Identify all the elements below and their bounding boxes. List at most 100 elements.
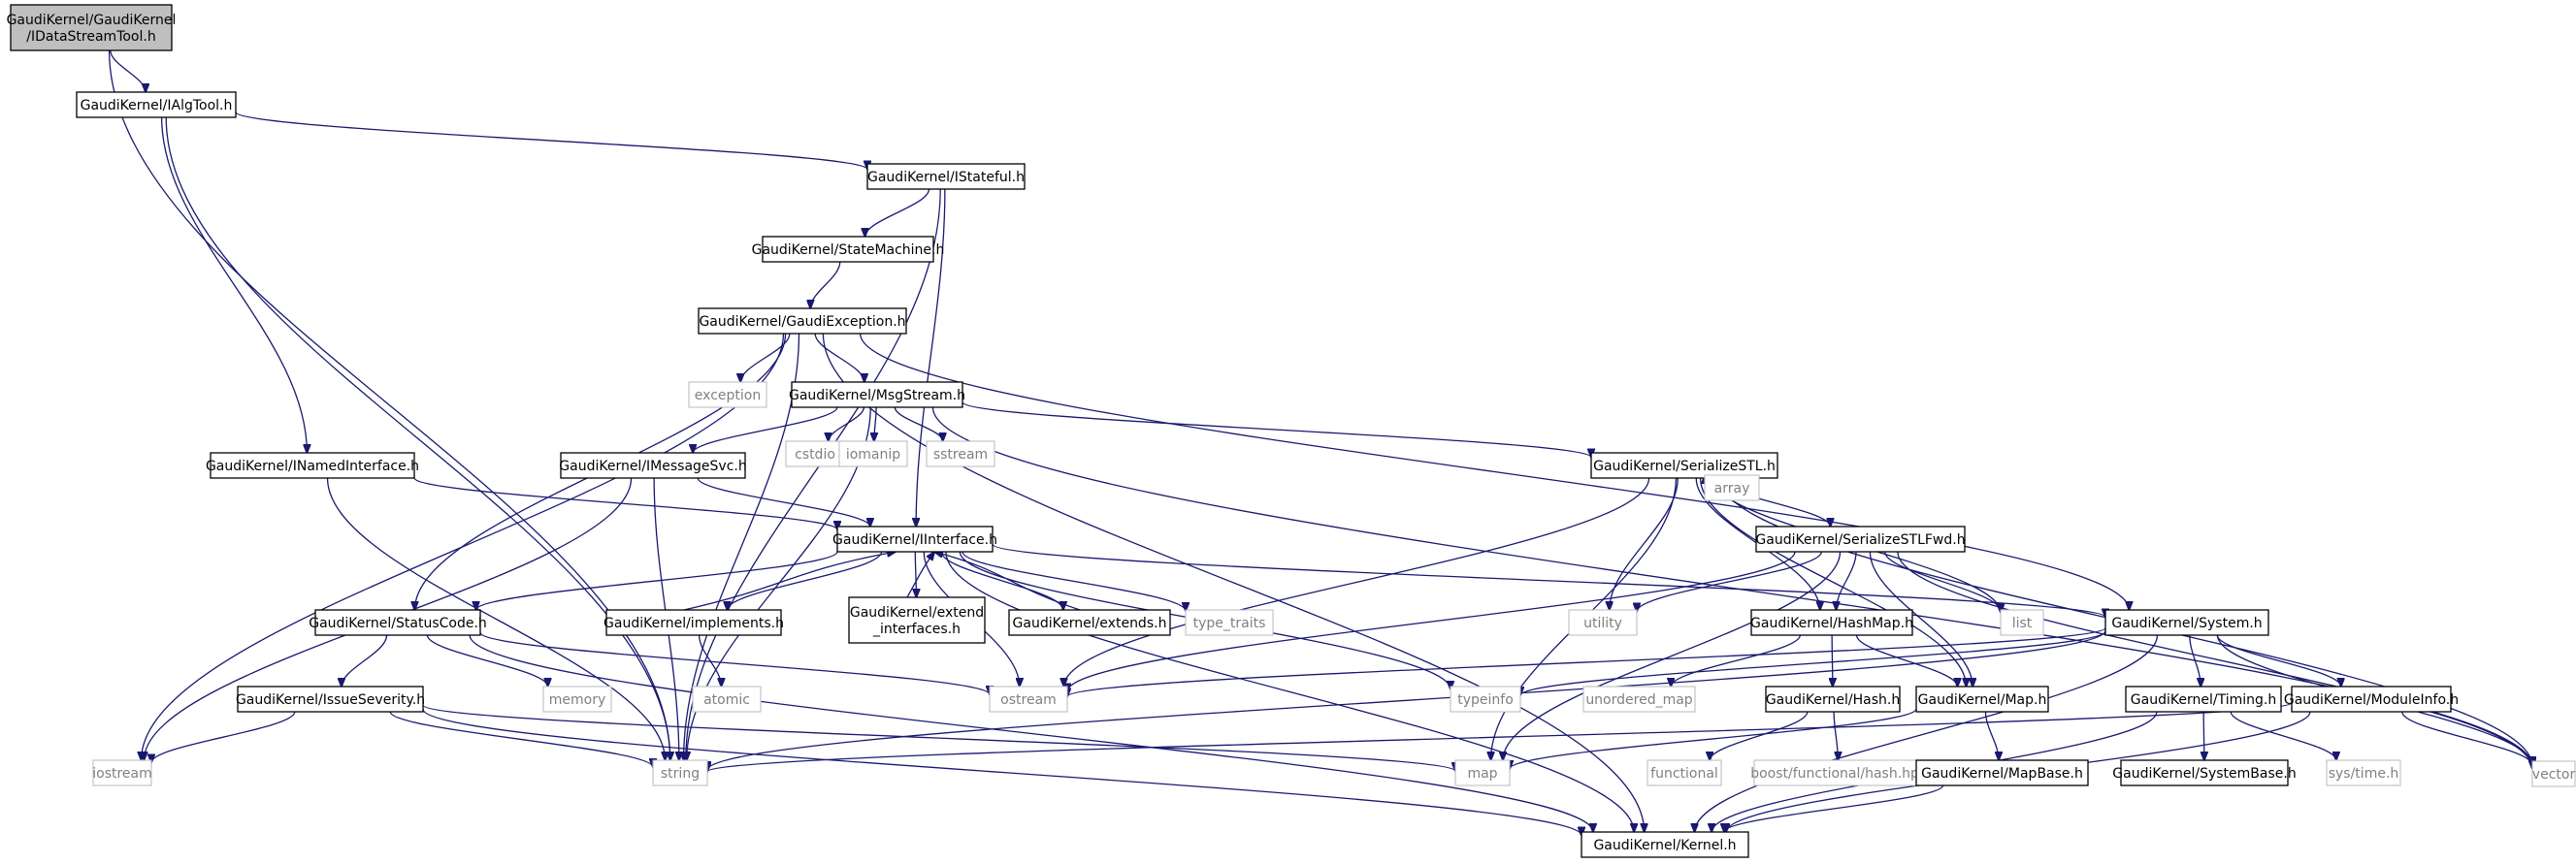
edge-statuscode-to-memory xyxy=(426,634,547,687)
node-kernel[interactable]: GaudiKernel/Kernel.h xyxy=(1581,831,1749,858)
node-string: string xyxy=(652,759,708,786)
node-label: sstream xyxy=(933,447,988,463)
node-ialgtool[interactable]: GaudiKernel/IAlgTool.h xyxy=(76,91,237,118)
node-box xyxy=(210,452,415,479)
node-system[interactable]: GaudiKernel/System.h xyxy=(2104,609,2269,636)
node-label: iostream xyxy=(92,766,152,782)
node-utility: utility xyxy=(1568,609,1638,636)
edge-gaudiexception-to-system xyxy=(860,333,2130,610)
node-inamed[interactable]: GaudiKernel/INamedInterface.h xyxy=(206,452,419,479)
node-serializestl[interactable]: GaudiKernel/SerializeSTL.h xyxy=(1590,452,1778,479)
edge-moduleinfo-to-string xyxy=(707,701,2293,772)
edge-iinterface-to-implements xyxy=(727,551,883,610)
edge-iinterface-to-statuscode xyxy=(476,551,838,610)
node-extends[interactable]: GaudiKernel/extends.h xyxy=(1008,609,1171,636)
edge-imessagesvc-to-iinterface xyxy=(697,477,870,527)
node-label: cstdio xyxy=(795,447,835,463)
node-box xyxy=(785,440,845,467)
node-label: sys/time.h xyxy=(2329,766,2399,782)
node-imessagesvc[interactable]: GaudiKernel/IMessageSvc.h xyxy=(559,452,747,479)
node-memory: memory xyxy=(542,686,612,713)
edge-serializestlfwd-to-map_h xyxy=(1869,551,1973,687)
edge-iinterface-to-system xyxy=(992,543,2105,617)
node-list: list xyxy=(2000,609,2044,636)
node-istateful[interactable]: GaudiKernel/IStateful.h xyxy=(866,163,1026,190)
edge-implements-to-iinterface xyxy=(683,552,896,611)
node-systembase[interactable]: GaudiKernel/SystemBase.h xyxy=(2112,759,2297,786)
node-label: GaudiKernel/Map.h xyxy=(1918,692,2047,708)
edge-moduleinfo-to-vector xyxy=(2401,711,2532,765)
node-map: map xyxy=(1454,759,1511,786)
node-serializestlfwd[interactable]: GaudiKernel/SerializeSTLFwd.h xyxy=(1755,526,1966,553)
node-label: type_traits xyxy=(1193,616,1266,631)
node-label: GaudiKernel/Kernel.h xyxy=(1593,838,1736,853)
node-label: exception xyxy=(695,388,761,403)
node-box xyxy=(866,163,1026,190)
edge-statuscode-to-kernel xyxy=(469,634,1593,832)
node-typetraits: type_traits xyxy=(1185,609,1274,636)
edge-istateful-to-iinterface xyxy=(916,188,946,527)
node-idatastream[interactable]: GaudiKernel/GaudiKernel/IDataStreamTool.… xyxy=(7,4,177,51)
node-box xyxy=(1915,759,2089,786)
node-label: string xyxy=(661,766,700,782)
node-label: GaudiKernel/MapBase.h xyxy=(1921,766,2083,782)
node-moduleinfo[interactable]: GaudiKernel/ModuleInfo.h xyxy=(2284,686,2459,713)
edge-statemachine-to-gaudiexception xyxy=(810,261,841,308)
node-box xyxy=(542,686,612,713)
node-statuscode[interactable]: GaudiKernel/StatusCode.h xyxy=(309,609,487,636)
node-label: boost/functional/hash.hpp xyxy=(1750,766,1928,782)
edge-layer xyxy=(108,49,2532,836)
node-extendinterfaces[interactable]: GaudiKernel/extend_interfaces.h xyxy=(848,596,986,644)
node-box xyxy=(1915,686,2049,713)
node-atomic: atomic xyxy=(692,686,762,713)
node-box xyxy=(560,452,746,479)
edge-hash-to-functional xyxy=(1710,711,1809,760)
edge-issueseverity-to-kernel xyxy=(422,709,1581,835)
edge-msgstream-to-sstream xyxy=(894,406,942,441)
node-box xyxy=(1450,686,1521,713)
node-gaudiexception[interactable]: GaudiKernel/GaudiException.h xyxy=(698,307,907,335)
edge-hashmap-to-hash xyxy=(1832,634,1833,687)
node-map_h[interactable]: GaudiKernel/Map.h xyxy=(1915,686,2049,713)
node-box xyxy=(10,4,173,51)
edge-inamed-to-iinterface xyxy=(413,477,837,529)
node-issueseverity[interactable]: GaudiKernel/IssueSeverity.h xyxy=(236,686,425,713)
node-label: GaudiKernel/StateMachine.h xyxy=(752,242,945,258)
node-box xyxy=(1581,831,1749,858)
edge-map_h-to-map xyxy=(1510,708,1917,769)
node-label: functional xyxy=(1650,766,1718,782)
node-box xyxy=(1704,474,1760,501)
edge-gaudiexception-to-exception xyxy=(740,333,791,382)
node-label: GaudiKernel/MsgStream.h xyxy=(789,388,965,403)
edge-iinterface-to-extendinterfaces xyxy=(915,551,916,597)
edge-ialgtool-to-istateful xyxy=(235,111,867,169)
node-mapbase[interactable]: GaudiKernel/MapBase.h xyxy=(1915,759,2089,786)
node-label: _interfaces.h xyxy=(872,622,961,637)
node-label: vector xyxy=(2532,767,2576,783)
node-statemachine[interactable]: GaudiKernel/StateMachine.h xyxy=(752,236,945,263)
node-label: GaudiKernel/IssueSeverity.h xyxy=(236,692,425,708)
node-label: GaudiKernel/IMessageSvc.h xyxy=(559,459,746,474)
edge-serializestl-to-map_h xyxy=(1699,477,1967,687)
edge-hash-to-boosthash xyxy=(1833,711,1838,760)
node-box xyxy=(848,596,986,644)
node-box xyxy=(838,440,908,467)
edge-istateful-to-statemachine xyxy=(865,188,930,237)
node-box xyxy=(652,759,708,786)
node-implements[interactable]: GaudiKernel/implements.h xyxy=(603,609,784,636)
node-msgstream[interactable]: GaudiKernel/MsgStream.h xyxy=(789,381,965,408)
edge-idatastream-to-string xyxy=(108,49,670,760)
node-hashmap[interactable]: GaudiKernel/HashMap.h xyxy=(1750,609,1913,636)
node-label: GaudiKernel/SystemBase.h xyxy=(2112,766,2296,782)
edge-msgstream-to-iomanip xyxy=(874,406,876,441)
node-box xyxy=(1755,526,1966,553)
edge-msgstream-to-serializestl xyxy=(962,401,1591,458)
edge-serializestl-to-ostream xyxy=(1063,477,1650,687)
edge-issueseverity-to-iostream xyxy=(151,711,296,762)
node-box xyxy=(688,381,767,408)
edge-iinterface-to-typetraits xyxy=(962,551,1186,611)
edge-msgstream-to-imessagesvc xyxy=(693,406,838,453)
node-iinterface[interactable]: GaudiKernel/IInterface.h xyxy=(832,526,997,553)
node-hash[interactable]: GaudiKernel/Hash.h xyxy=(1765,686,1901,713)
node-timing[interactable]: GaudiKernel/Timing.h xyxy=(2125,686,2282,713)
